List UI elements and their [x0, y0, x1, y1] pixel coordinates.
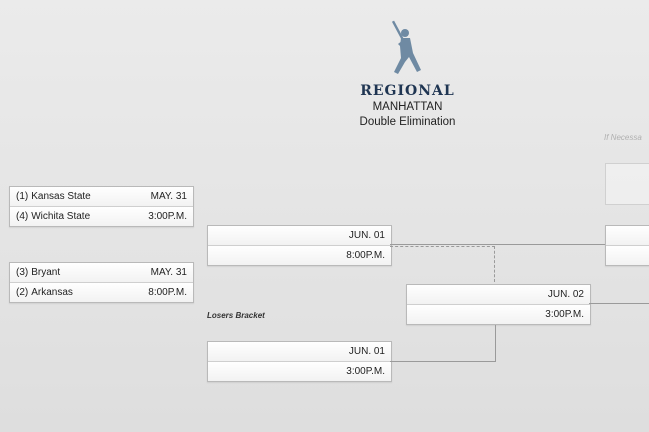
batter-silhouette-icon: [391, 20, 421, 74]
game-time: 3:00P.M.: [346, 366, 385, 377]
team-name: Wichita State: [31, 211, 91, 222]
round1-game2[interactable]: (3)Bryant MAY. 31 (2)Arkansas 8:00P.M.: [9, 262, 194, 303]
team-row[interactable]: (3)Bryant MAY. 31: [10, 263, 193, 283]
game-date: JUN. 02: [547, 289, 584, 300]
team-seed: (2): [16, 287, 29, 298]
game-date: MAY. 31: [150, 191, 187, 202]
game-date-row[interactable]: JUN. 01: [208, 342, 391, 362]
game-date-row[interactable]: [606, 226, 649, 246]
connector-line: [589, 303, 649, 304]
game-date: JUN. 01: [348, 346, 385, 357]
team-row[interactable]: (2)Arkansas 8:00P.M.: [10, 283, 193, 302]
game-date-row[interactable]: JUN. 02: [407, 285, 590, 305]
game-time-row[interactable]: 3:00P.M.: [407, 305, 590, 324]
connector-line: [495, 325, 496, 362]
game-time-row[interactable]: 3:00P.M.: [208, 362, 391, 381]
connector-line: [390, 361, 496, 362]
game-time-row[interactable]: 8:00P.M.: [208, 246, 391, 265]
game-time: 3:00P.M.: [148, 211, 187, 222]
team-name: Bryant: [31, 267, 61, 278]
team-name: Arkansas: [31, 287, 73, 298]
connector-line: [390, 244, 605, 245]
game-time: 8:00P.M.: [148, 287, 187, 298]
round3-game[interactable]: JUN. 02 3:00P.M.: [406, 284, 591, 325]
team-seed: (3): [16, 267, 29, 278]
round2-losers-game[interactable]: JUN. 01 3:00P.M.: [207, 341, 392, 382]
team-name: Kansas State: [31, 191, 91, 202]
losers-bracket-label: Losers Bracket: [207, 311, 265, 320]
game-time: 3:00P.M.: [545, 309, 584, 320]
page-title: REGIONAL: [360, 83, 455, 99]
round2-winners-game[interactable]: JUN. 01 8:00P.M.: [207, 225, 392, 266]
team-row[interactable]: (4)Wichita State 3:00P.M.: [10, 207, 193, 226]
if-necessary-label: If Necessa: [604, 133, 642, 142]
team-seed: (4): [16, 211, 29, 222]
team-seed: (1): [16, 191, 29, 202]
tournament-format: Double Elimination: [359, 116, 456, 128]
if-necessary-ghost-box: [605, 163, 649, 205]
round1-game1[interactable]: (1)Kansas State MAY. 31 (4)Wichita State…: [9, 186, 194, 227]
next-round-game-partial[interactable]: [605, 225, 649, 266]
regional-city: MANHATTAN: [372, 101, 443, 113]
dashed-connector-line: [390, 246, 495, 247]
team-row[interactable]: (1)Kansas State MAY. 31: [10, 187, 193, 207]
game-date-row[interactable]: JUN. 01: [208, 226, 391, 246]
game-time: 8:00P.M.: [346, 250, 385, 261]
game-date: JUN. 01: [348, 230, 385, 241]
game-date: MAY. 31: [150, 267, 187, 278]
dashed-connector-line: [494, 246, 495, 282]
game-time-row[interactable]: [606, 246, 649, 265]
